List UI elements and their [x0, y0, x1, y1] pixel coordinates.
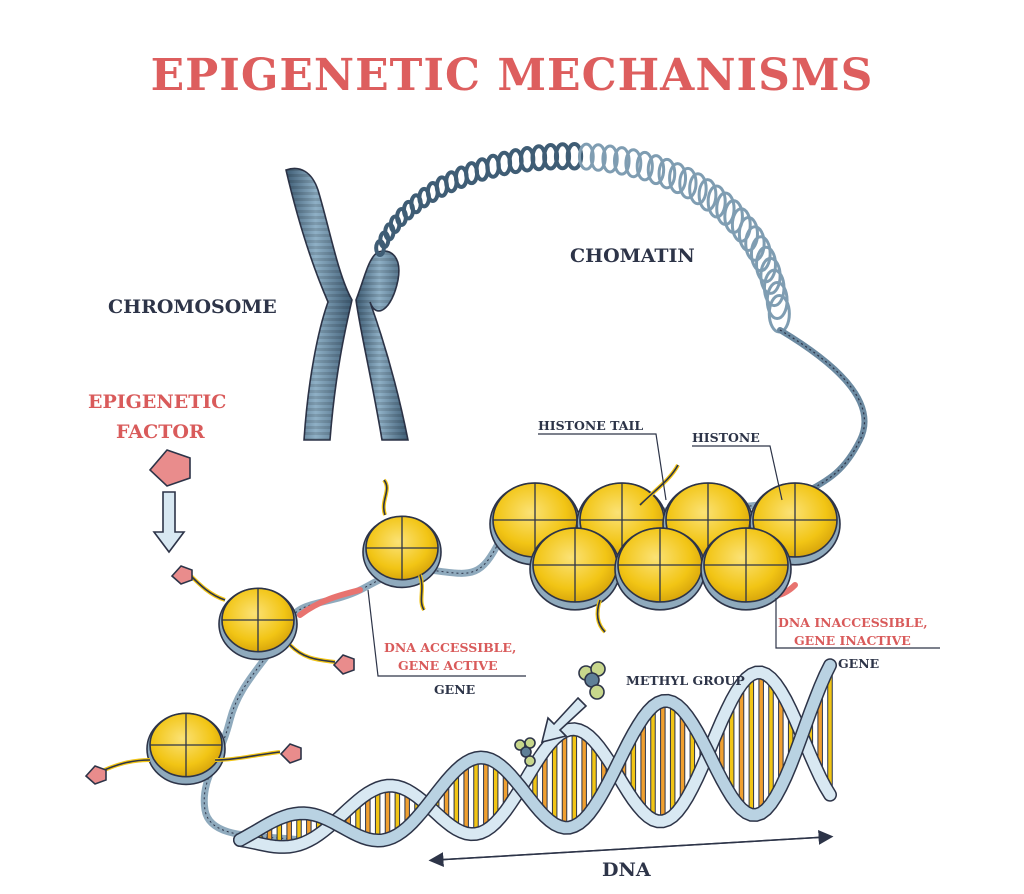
dna-label: DNA — [602, 859, 651, 881]
dna-accessible-label-2: GENE ACTIVE — [398, 658, 498, 673]
dna-backbone — [234, 659, 836, 847]
loose-histones — [146, 515, 442, 786]
methyl-arrow — [540, 696, 588, 744]
coil-loop — [577, 142, 595, 171]
dna-accessible-label-1: DNA ACCESSIBLE, — [384, 640, 516, 655]
coil-loop — [668, 162, 688, 195]
chromatin-label: CHOMATIN — [570, 245, 695, 267]
dna-inaccessible-label-2: GENE INACTIVE — [794, 633, 911, 648]
epigenetic-factor-icon — [84, 449, 355, 785]
coil-loop — [744, 225, 766, 262]
dna-inaccessible-label-1: DNA INACCESSIBLE, — [778, 615, 928, 630]
gene-accessible-segment — [297, 587, 363, 618]
histone-tail-label: HISTONE TAIL — [538, 418, 643, 433]
coil-loop — [688, 172, 708, 206]
gene-label-right: GENE — [838, 656, 879, 671]
chromatin-coil-icon — [374, 141, 791, 334]
histone-icon — [362, 515, 442, 589]
dna-length-arrow-back — [428, 836, 827, 868]
coil-loop — [565, 141, 584, 171]
coil-loop — [624, 148, 643, 179]
chromosome-label: CHROMOSOME — [108, 296, 277, 318]
histone-icon — [700, 527, 792, 611]
histone-icon — [529, 527, 621, 611]
chromatin-strand-detail — [779, 329, 866, 496]
chromatin-strand — [777, 327, 868, 498]
histone-stack — [489, 482, 841, 611]
dna-helix-icon — [233, 658, 837, 854]
coil-loop — [697, 178, 718, 212]
coil-loop — [646, 154, 666, 186]
histone-icon — [218, 587, 298, 661]
histone-label: HISTONE — [692, 430, 760, 445]
coil-loop — [657, 157, 677, 190]
histone-icon — [146, 712, 226, 786]
chromosome-icon — [285, 167, 409, 441]
methyl-group-label: METHYL GROUP — [626, 673, 745, 688]
epigenetic-factor-label-2: FACTOR — [116, 421, 205, 443]
coil-loop — [737, 215, 759, 252]
arrow-down-icon — [152, 491, 186, 554]
coil-loop — [678, 166, 698, 200]
leader-lines — [367, 433, 940, 677]
histone-icon — [614, 527, 706, 611]
methyl-group-icon — [514, 661, 606, 767]
gene-label-left: GENE — [434, 682, 475, 697]
epigenetic-factor-label-1: EPIGENETIC — [88, 391, 226, 413]
page-title: EPIGENETIC MECHANISMS — [151, 50, 874, 101]
coil-loop — [635, 150, 654, 182]
coil-loop — [601, 144, 619, 174]
coil-loop — [612, 146, 631, 176]
coil-loop — [589, 143, 607, 172]
